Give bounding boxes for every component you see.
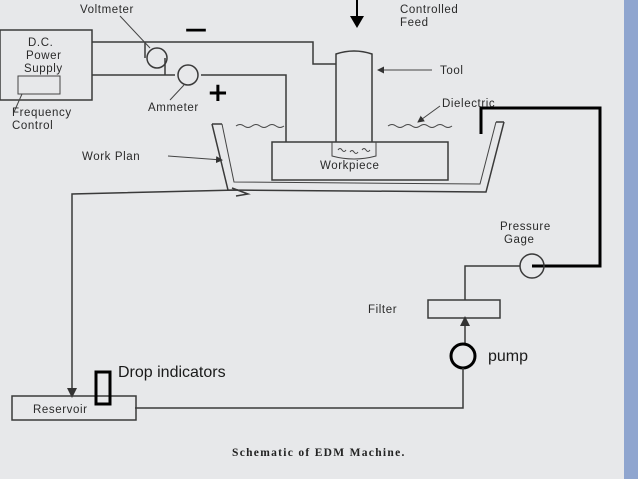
pressure-gage-label-1: Pressure — [500, 221, 551, 233]
frequency-label-1: Frequency — [12, 107, 72, 119]
voltmeter-leader — [119, 15, 151, 49]
tank-inner-wall — [221, 121, 497, 185]
frequency-leader — [13, 93, 23, 113]
ammeter-gauge — [177, 64, 199, 86]
spark-gap — [337, 148, 371, 154]
power-supply-label-1: D.C. — [28, 37, 53, 49]
tank-drain-spout — [231, 187, 251, 197]
frequency-label-2: Control — [12, 120, 53, 132]
workpiece-cavity — [331, 142, 377, 160]
workpiece-block — [271, 141, 449, 181]
reservoir-box — [11, 395, 137, 421]
dielectric-wave-right — [387, 124, 453, 128]
diagram-canvas: Voltmeter Controlled Feed D.C. Power Sup… — [0, 0, 602, 459]
return-line — [71, 189, 239, 396]
negative-sign: — — [185, 17, 207, 42]
voltmeter-label: Voltmeter — [80, 4, 134, 16]
pump-label: pump — [488, 348, 528, 365]
tank-outer-wall — [211, 121, 505, 193]
filter-box — [427, 299, 501, 319]
workpiece-label: Workpiece — [320, 160, 380, 172]
ammeter-label: Ammeter — [148, 102, 199, 114]
power-supply-box — [0, 29, 93, 101]
dielectric-wave-left — [235, 124, 285, 128]
figure-caption: Schematic of EDM Machine. — [232, 447, 406, 459]
dielectric-label: Dielectric — [442, 98, 495, 110]
power-supply-label-3: Supply — [24, 63, 63, 75]
supply-line-top — [479, 106, 602, 268]
ammeter-leader — [169, 84, 185, 101]
voltmeter-gauge — [146, 47, 168, 69]
negative-wire — [92, 41, 336, 65]
controlled-feed-label-1: Controlled — [400, 4, 458, 16]
reservoir-label: Reservoir — [33, 404, 88, 416]
controlled-feed-label-2: Feed — [400, 17, 429, 29]
drop-indicator — [94, 370, 112, 406]
feed-arrow-head — [350, 16, 364, 28]
filter-arrow — [460, 316, 470, 326]
pump-circle — [449, 342, 477, 370]
return-arrow — [67, 388, 77, 398]
drop-indicators-label: Drop indicators — [118, 364, 226, 381]
work-plan-label: Work Plan — [82, 151, 140, 163]
tool-label: Tool — [440, 65, 464, 77]
paper-background — [0, 0, 624, 479]
positive-sign: + — [207, 78, 229, 108]
gage-to-filter-line — [464, 265, 520, 300]
frequency-control-knob — [17, 75, 61, 95]
power-supply-label-2: Power — [26, 50, 62, 62]
tool-electrode — [335, 50, 373, 142]
filter-label: Filter — [368, 304, 397, 316]
positive-wire-right — [201, 74, 287, 142]
pump-to-reservoir-line — [135, 368, 464, 409]
work-plan-leader — [167, 155, 223, 164]
dielectric-leader — [417, 105, 441, 123]
slide-edge-strip — [624, 0, 638, 479]
pressure-gage-label-2: Gage — [504, 234, 535, 246]
